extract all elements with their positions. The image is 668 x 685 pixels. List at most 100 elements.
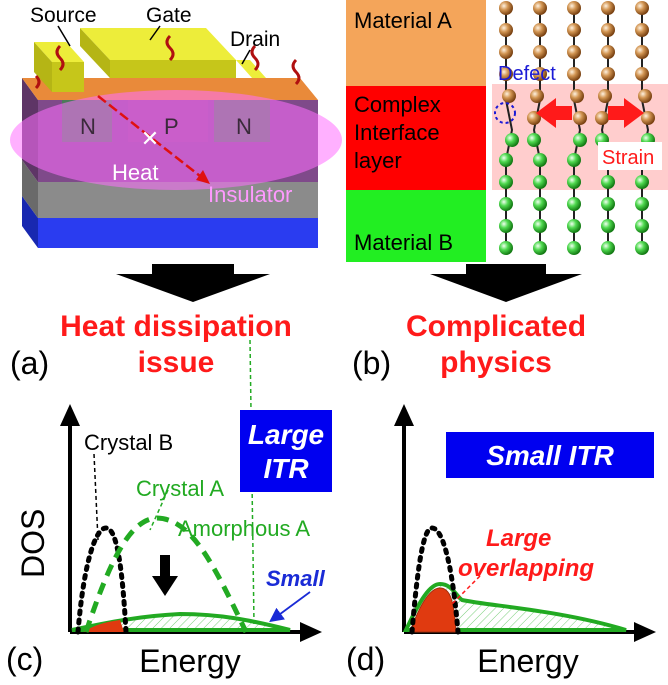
source-top: [34, 42, 84, 62]
brown-atom: [567, 1, 581, 15]
brown-atom: [567, 67, 581, 81]
green-atom: [567, 153, 581, 167]
material-b-label: Material B: [354, 230, 453, 255]
green-atom: [499, 175, 513, 189]
brown-atom: [533, 23, 547, 37]
brown-atom: [533, 67, 547, 81]
drain-top: [236, 60, 266, 78]
green-atom: [527, 133, 541, 147]
crystal-b-label: Crystal B: [84, 430, 173, 455]
crystal-b-pointer: [93, 453, 99, 541]
caption-a-line2: issue: [138, 346, 215, 379]
green-atom: [635, 219, 649, 233]
crystal-b-curve: [75, 525, 129, 635]
c-ylabel: DOS: [15, 509, 51, 578]
strain-arrow-left: [536, 98, 572, 128]
label-p: P: [164, 114, 179, 139]
letter-c: (c): [6, 641, 43, 677]
green-atom: [601, 219, 615, 233]
label-gate: Gate: [146, 4, 192, 27]
box-front: [38, 182, 318, 218]
amorphous-a-label: Amorphous A: [178, 516, 310, 541]
brown-atom: [635, 23, 649, 37]
d-crystal-curve: [409, 525, 461, 635]
brown-atom: [533, 45, 547, 59]
caption-a-line1: Heat dissipation: [60, 310, 292, 343]
heat-wave-5: [34, 74, 41, 90]
label-drain: Drain: [230, 28, 280, 51]
interface-label-1: Complex: [354, 92, 441, 117]
green-atom: [567, 175, 581, 189]
heat-arrowhead: [196, 170, 210, 184]
green-atom: [533, 197, 547, 211]
brown-atom: [638, 89, 652, 103]
heat-arrow: [97, 95, 201, 177]
box-side: [22, 160, 38, 218]
heat-wave-4: [291, 58, 301, 86]
brown-atom: [499, 23, 513, 37]
strain-label: Strain: [602, 147, 654, 169]
green-atom: [635, 175, 649, 189]
c-xlabel: Energy: [139, 643, 240, 679]
green-atom: [601, 197, 615, 211]
strain-label-bg: [598, 142, 662, 170]
d-y-arrowhead: [394, 404, 414, 426]
brown-atom: [598, 89, 612, 103]
material-b-block: [346, 190, 486, 262]
green-atom: [533, 175, 547, 189]
green-atom: [601, 241, 615, 255]
brown-atom: [641, 111, 655, 125]
gate-front: [110, 60, 236, 78]
panel-d: Large overlapping Energy (d) Small ITR: [346, 404, 656, 679]
interface-label-3: layer: [354, 148, 402, 173]
brown-atom: [499, 1, 513, 15]
d-x-arrowhead: [634, 622, 656, 642]
letter-d: (d): [346, 641, 385, 677]
c-overlap: [84, 620, 124, 632]
overlap-label-2: overlapping: [458, 555, 594, 582]
brown-atom: [530, 89, 544, 103]
brown-atom: [499, 67, 513, 81]
caption-b-line1: Complicated: [406, 310, 586, 343]
brown-atom: [635, 67, 649, 81]
small-pointer: [269, 591, 311, 623]
badge-itr: ITR: [263, 453, 309, 484]
label-heat: Heat: [112, 160, 158, 185]
green-atom: [499, 219, 513, 233]
gate-side: [80, 28, 110, 78]
green-atom: [635, 241, 649, 255]
caption-b-line2: physics: [440, 346, 552, 379]
green-atom: [567, 219, 581, 233]
heat-wave-2: [165, 34, 175, 62]
material-a-label: Material A: [354, 8, 452, 33]
green-atom: [567, 197, 581, 211]
strain-arrow-right: [608, 98, 644, 128]
crystal-a-label: Crystal A: [136, 476, 224, 501]
brown-atom: [573, 111, 587, 125]
substrate-front: [38, 218, 318, 248]
panel-a-device: ✕ N P N Heat Insulator Source Gate Drain: [10, 4, 342, 248]
green-atom: [533, 241, 547, 255]
green-atom: [499, 197, 513, 211]
material-a-block: [346, 0, 486, 86]
interface-label-2: Interface: [354, 120, 440, 145]
source-front: [52, 62, 84, 92]
gate-pointer: [149, 25, 161, 41]
heat-wave-1: [55, 44, 65, 72]
label-insulator: Insulator: [208, 182, 292, 207]
defect-label: Defect: [498, 63, 556, 85]
overlap-label-1: Large: [486, 525, 551, 552]
green-atom: [635, 197, 649, 211]
badge-small-itr: Small ITR: [486, 440, 614, 471]
green-atom: [499, 153, 513, 167]
brown-atom: [601, 45, 615, 59]
c-x-arrowhead: [300, 622, 322, 642]
interface-block: [346, 86, 486, 190]
brown-atom: [527, 111, 541, 125]
crystal-a-curve: [83, 515, 249, 634]
d-xlabel: Energy: [477, 643, 578, 679]
crystal-a-pointer: [149, 489, 169, 531]
green-atom: [533, 219, 547, 233]
brown-atom: [601, 67, 615, 81]
label-n-right: N: [236, 114, 252, 139]
